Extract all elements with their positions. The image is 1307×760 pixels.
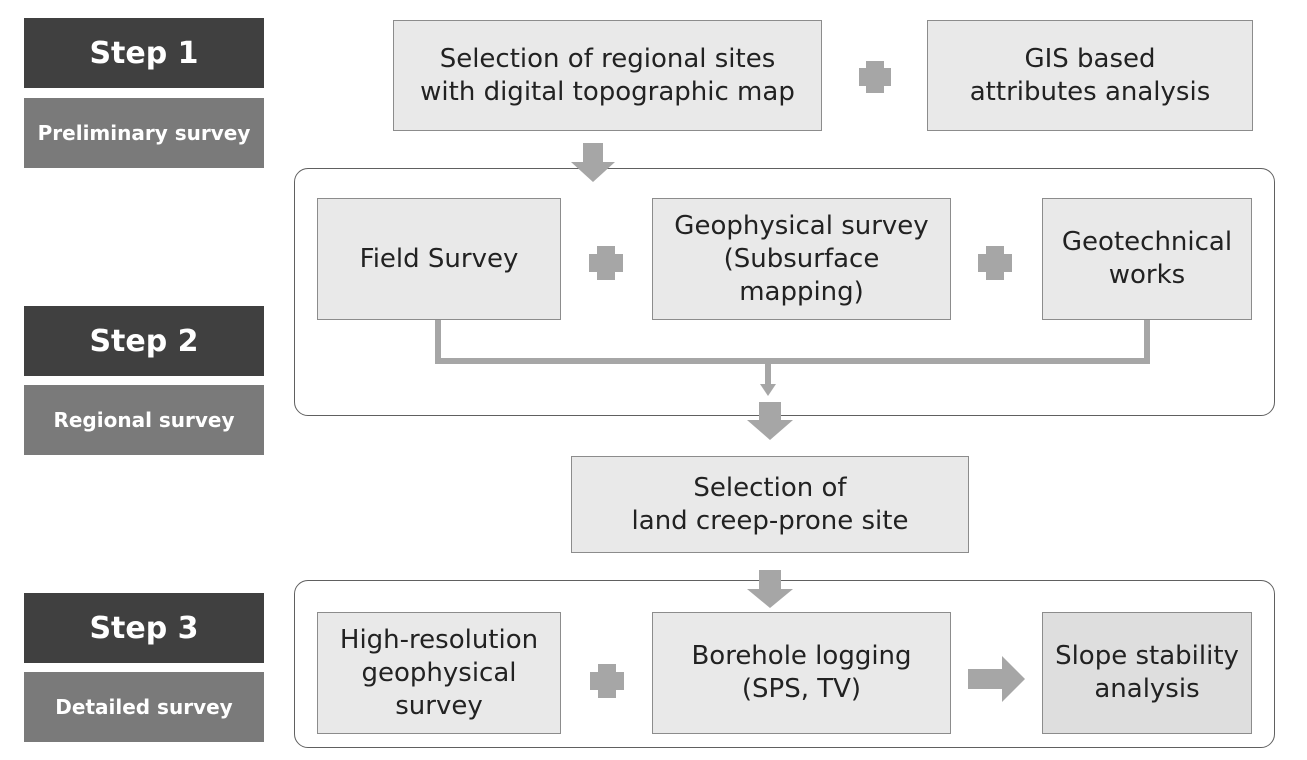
down-arrow-icon bbox=[747, 570, 793, 608]
plus-icon bbox=[589, 246, 623, 280]
high-res-geophysical-text: High-resolution geophysical survey bbox=[339, 624, 539, 721]
step-1-text: Step 1 bbox=[89, 35, 199, 71]
creep-site-box: Selection of land creep-prone site bbox=[571, 456, 969, 553]
geophysical-survey-text: Geophysical survey (Subsurface mapping) bbox=[674, 210, 929, 307]
geophysical-survey-box: Geophysical survey (Subsurface mapping) bbox=[652, 198, 951, 320]
step-2-label: Step 2 bbox=[24, 306, 264, 376]
geotechnical-works-box: Geotechnical works bbox=[1042, 198, 1252, 320]
stage-3-text: Detailed survey bbox=[55, 695, 233, 719]
slope-stability-text: Slope stability analysis bbox=[1055, 641, 1239, 704]
stage-2-text: Regional survey bbox=[53, 408, 235, 432]
regional-sites-text: Selection of regional sites with digital… bbox=[420, 43, 795, 107]
step-1-label: Step 1 bbox=[24, 18, 264, 88]
gis-analysis-box: GIS based attributes analysis bbox=[927, 20, 1253, 131]
stage-2-label: Regional survey bbox=[24, 385, 264, 455]
field-survey-text: Field Survey bbox=[359, 243, 519, 274]
down-arrow-icon bbox=[571, 143, 615, 182]
stage-3-label: Detailed survey bbox=[24, 672, 264, 742]
down-arrow-icon bbox=[760, 384, 776, 396]
step-3-text: Step 3 bbox=[89, 610, 199, 646]
plus-icon bbox=[978, 246, 1012, 280]
plus-icon bbox=[859, 61, 891, 93]
geotechnical-works-text: Geotechnical works bbox=[1061, 227, 1233, 290]
slope-stability-box: Slope stability analysis bbox=[1042, 612, 1252, 734]
down-arrow-icon bbox=[747, 402, 793, 440]
merge-connector bbox=[435, 320, 1150, 386]
stage-1-text: Preliminary survey bbox=[37, 121, 251, 145]
regional-sites-box: Selection of regional sites with digital… bbox=[393, 20, 822, 131]
high-res-geophysical-box: High-resolution geophysical survey bbox=[317, 612, 561, 734]
step-2-text: Step 2 bbox=[89, 323, 199, 359]
right-arrow-icon bbox=[968, 656, 1025, 702]
borehole-logging-text: Borehole logging (SPS, TV) bbox=[691, 641, 912, 704]
step-2-frame bbox=[294, 168, 1275, 416]
step-3-frame bbox=[294, 580, 1275, 748]
creep-site-text: Selection of land creep-prone site bbox=[631, 472, 909, 536]
borehole-logging-box: Borehole logging (SPS, TV) bbox=[652, 612, 951, 734]
gis-analysis-text: GIS based attributes analysis bbox=[969, 43, 1211, 107]
field-survey-box: Field Survey bbox=[317, 198, 561, 320]
plus-icon bbox=[590, 664, 624, 698]
stage-1-label: Preliminary survey bbox=[24, 98, 264, 168]
step-3-label: Step 3 bbox=[24, 593, 264, 663]
